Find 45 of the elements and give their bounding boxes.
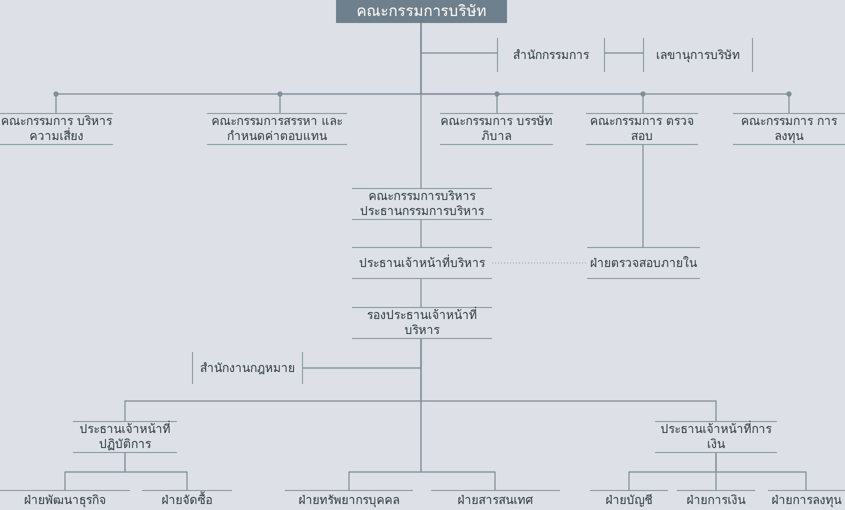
bracket-box	[192, 352, 303, 384]
org-box	[285, 490, 413, 510]
org-box	[587, 247, 700, 279]
connector-line	[642, 145, 644, 247]
connector-line	[420, 23, 422, 188]
box-label: ประธานเจ้าหน้าที่การเงิน	[660, 422, 772, 452]
org-box	[352, 188, 492, 220]
box-label: เลขานุการบริษัท	[656, 48, 740, 62]
box-label: คณะกรรมการ บรรษัทภิบาล	[440, 114, 553, 144]
org-box	[0, 490, 130, 510]
box-label: คณะกรรมการ บริหารความเสี่ยง	[0, 114, 113, 144]
box-label: ฝ่ายบัญชี	[606, 493, 652, 508]
box-label: ฝ่ายการเงิน	[686, 493, 746, 508]
connector-line	[420, 220, 422, 247]
org-box	[768, 490, 845, 510]
box-label: ฝ่ายพัฒนาธุรกิจ	[24, 493, 106, 508]
connector-line	[715, 453, 807, 490]
box-label: คณะกรรมการ การลงทุน	[740, 114, 838, 144]
connector-line	[420, 279, 422, 307]
box-label: ประธานเจ้าหน้าที่บริหาร	[359, 256, 485, 270]
box-label: ฝ่ายตรวจสอบภายใน	[590, 256, 697, 270]
connector-line	[420, 339, 496, 490]
org-box	[352, 247, 492, 279]
box-label: ฝ่ายจัดซื้อ	[162, 493, 212, 508]
title-text: คณะกรรมการบริษัท	[356, 4, 486, 19]
box-label: คณะกรรมการ ตรวจสอบ	[589, 114, 695, 144]
box-label: คณะกรรมการสรรหา และกำหนดค่าตอบแทน	[210, 114, 344, 144]
box-label: ประธานเจ้าหน้าที่ ปฏิบัติการ	[78, 422, 172, 452]
connector-line	[492, 262, 587, 264]
org-box	[733, 113, 845, 145]
org-box	[352, 307, 492, 339]
box-label: สำนักงานกฎหมาย	[200, 360, 295, 376]
bracket-box	[643, 38, 753, 72]
connector-line	[605, 52, 643, 54]
box-label: คณะกรรมการบริหาร ประธานกรรมการบริหาร	[359, 189, 485, 219]
box-label: ฝ่ายสารสนเทศ	[458, 493, 534, 508]
org-box	[590, 490, 668, 510]
org-box	[73, 421, 177, 453]
connector-line	[124, 453, 188, 490]
title-box	[336, 0, 507, 23]
box-label: ฝ่ายการลงทุน	[772, 493, 842, 508]
box-label: รองประธานเจ้าหน้าที่บริหาร	[366, 308, 478, 338]
bracket-box	[497, 38, 605, 72]
box-label: สำนักกรรมการ	[513, 48, 589, 62]
box-label: ฝ่ายทรัพยากรบุคคล	[298, 493, 400, 508]
